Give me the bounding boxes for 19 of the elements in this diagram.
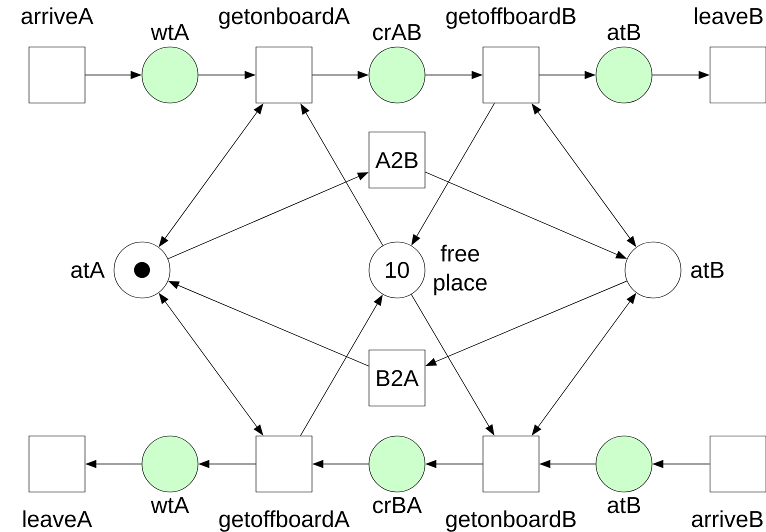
place-label: atB (608, 24, 640, 40)
place-label: getonboardA (219, 7, 350, 29)
place-label: leaveB (695, 7, 763, 24)
place-label: arriveB (692, 510, 763, 528)
place-note: free place (434, 244, 487, 296)
place-label: arriveA (22, 7, 94, 24)
place-label: atA (71, 262, 105, 278)
place-label: getoffboardB (446, 7, 576, 29)
place-label: wtA (150, 24, 190, 40)
place-label: getoffboardA (219, 510, 350, 532)
place-label: crBA (373, 497, 422, 514)
transition-box: A2B (368, 132, 426, 188)
place-label: wtA (150, 497, 190, 514)
place-label: atB (691, 262, 724, 278)
place-label: crAB (373, 24, 421, 40)
place-label: atB (608, 497, 640, 514)
transition-box: B2A (368, 350, 426, 406)
place-label: getonboardB (446, 510, 576, 532)
place-label: leaveA (23, 510, 92, 528)
